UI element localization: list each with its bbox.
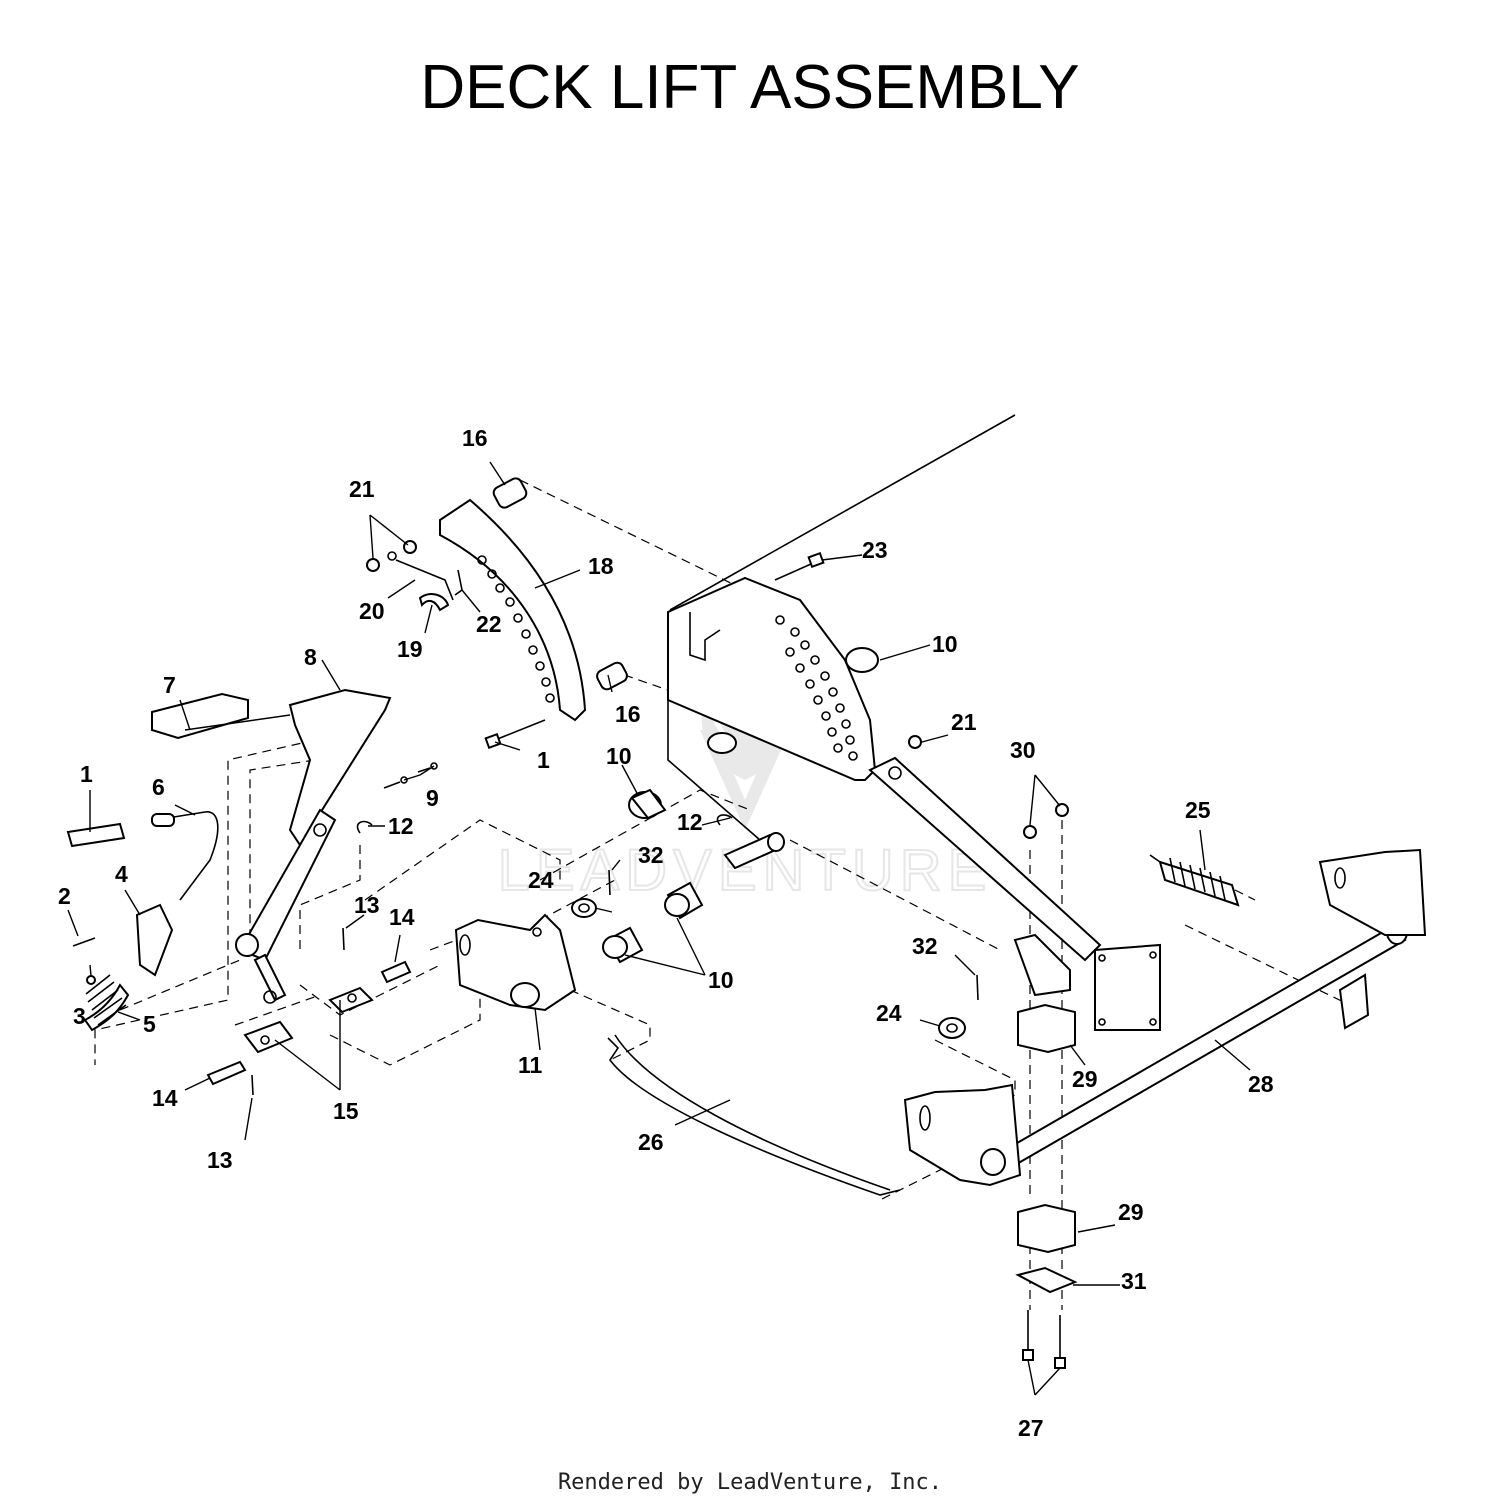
- callout-28: 28: [1248, 1071, 1274, 1097]
- callout-3: 3: [73, 1003, 86, 1029]
- callout-19: 19: [397, 636, 423, 662]
- callout-6: 6: [152, 774, 165, 800]
- callout-32-right: 32: [912, 933, 938, 959]
- deck-lift-parts: [66, 414, 1427, 1369]
- clevis-pin-19: [418, 593, 450, 612]
- callout-13-lower: 13: [207, 1147, 233, 1173]
- callout-30: 30: [1010, 737, 1036, 763]
- roll-pin: [72, 937, 96, 947]
- callout-10-right: 10: [932, 631, 958, 657]
- bushing-right: [845, 647, 879, 673]
- spacer-top: [492, 477, 528, 509]
- lift-lever-arm: [238, 808, 337, 962]
- callout-24-center: 24: [528, 867, 554, 893]
- hanger-bracket: [1094, 943, 1161, 1031]
- nut-30a: [1023, 825, 1037, 839]
- frame-bushing-hole: [707, 732, 737, 754]
- callout-9: 9: [426, 785, 439, 811]
- handle-grip: [66, 822, 126, 848]
- pedal-lever: [288, 688, 392, 847]
- leader-lines: [67, 461, 1251, 1396]
- frame-edge: [669, 414, 1016, 611]
- lift-link-arm: [868, 756, 1102, 962]
- callout-24-right: 24: [876, 1000, 902, 1026]
- deck-link-rod: [607, 1037, 901, 1196]
- lift-assist-spring: [1158, 860, 1240, 907]
- callout-29-upper: 29: [1072, 1066, 1098, 1092]
- callout-25: 25: [1185, 797, 1211, 823]
- bolt-1: [494, 719, 546, 741]
- cotter-13a: [342, 927, 345, 951]
- callout-5: 5: [143, 1011, 156, 1037]
- callout-11: 11: [518, 1052, 543, 1078]
- clip-12b: [716, 814, 733, 826]
- small-nut: [86, 975, 96, 985]
- shaft-plate-right: [1318, 848, 1427, 936]
- callout-27: 27: [1018, 1415, 1044, 1441]
- pedal-pad: [151, 692, 249, 740]
- pivot-bracket: [454, 913, 577, 1012]
- quadrant-holes: [477, 555, 555, 703]
- callout-4: 4: [115, 861, 128, 887]
- clamp-plate: [1015, 1266, 1078, 1294]
- callouts: 1 1 2 3 4 5 6 7 8 9 10 10 10 11 12 12 13…: [58, 425, 1274, 1441]
- nut-21a: [366, 558, 380, 572]
- bolt-9a: [383, 781, 401, 789]
- bolt-9b: [417, 767, 431, 773]
- callout-10-center: 10: [606, 743, 632, 769]
- callout-20: 20: [359, 598, 385, 624]
- callout-12-center: 12: [677, 809, 703, 835]
- callout-31: 31: [1121, 1268, 1147, 1294]
- clip-12a: [356, 820, 373, 834]
- cotter-13b: [251, 1074, 254, 1096]
- callout-16-lower: 16: [615, 701, 641, 727]
- rod-20: [395, 559, 454, 601]
- footer-credit: Rendered by LeadVenture, Inc.: [557, 1470, 943, 1495]
- callout-21-left: 21: [349, 476, 375, 502]
- release-rod: [154, 811, 219, 901]
- callout-10-lower: 10: [708, 967, 734, 993]
- callout-32-center: 32: [638, 842, 664, 868]
- height-quadrant: [439, 498, 587, 722]
- callout-29-lower: 29: [1118, 1199, 1144, 1225]
- callout-14-center: 14: [389, 904, 415, 930]
- page-title: DECK LIFT ASSEMBLY: [420, 53, 1080, 122]
- callout-1-handle: 1: [80, 761, 93, 787]
- callout-2: 2: [58, 883, 71, 909]
- clamp-block-lower: [1017, 1203, 1076, 1254]
- callout-15: 15: [333, 1098, 359, 1124]
- washer-center: [571, 898, 597, 918]
- callout-8: 8: [304, 644, 317, 670]
- callout-1-bolt: 1: [537, 747, 550, 773]
- callout-21-right: 21: [951, 709, 977, 735]
- nut-30b: [1055, 803, 1069, 817]
- callout-23: 23: [862, 537, 888, 563]
- clevis-15a: [328, 986, 374, 1014]
- callout-12-left: 12: [388, 813, 414, 839]
- frame-plate-holes: [775, 615, 858, 761]
- pin-14b: [206, 1060, 247, 1086]
- callout-7: 7: [163, 672, 176, 698]
- cotter-32a: [608, 869, 611, 896]
- hair-pin-22: [454, 569, 463, 596]
- callout-22: 22: [476, 611, 502, 637]
- cotter-32b: [976, 974, 979, 1001]
- callout-13-center: 13: [354, 892, 380, 918]
- callout-26: 26: [638, 1129, 664, 1155]
- clamp-block-upper: [1017, 1003, 1076, 1054]
- release-bracket: [135, 903, 174, 977]
- pin-14a: [380, 960, 412, 984]
- frame-plate: [667, 576, 877, 781]
- callout-18: 18: [588, 553, 614, 579]
- spacer-lower: [596, 661, 628, 691]
- washer-right: [938, 1017, 966, 1039]
- nut-right: [908, 735, 922, 749]
- callout-14-lower: 14: [152, 1085, 178, 1111]
- return-spring: [83, 983, 130, 1032]
- callout-16-top: 16: [462, 425, 488, 451]
